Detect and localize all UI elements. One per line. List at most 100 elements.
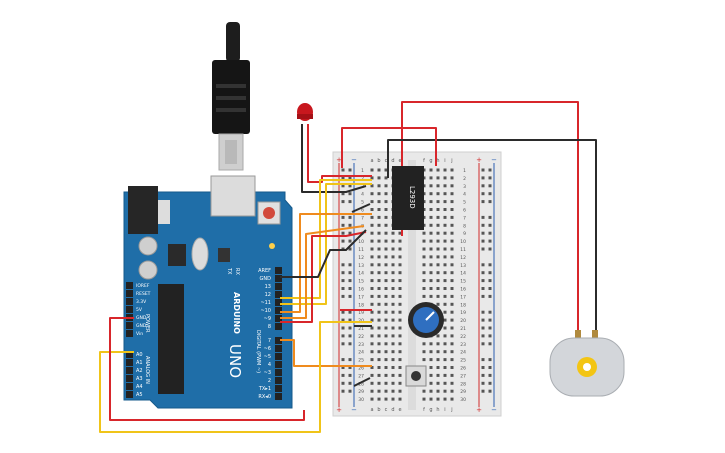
breadboard-hole	[384, 192, 388, 196]
header-pin	[275, 307, 282, 314]
row-label: 5	[361, 200, 364, 206]
row-label: 11	[358, 247, 364, 253]
row-label: 25	[460, 358, 466, 364]
column-label: f	[423, 158, 425, 164]
row-label: 14	[460, 271, 466, 277]
row-label: 21	[460, 326, 466, 332]
column-label: j	[450, 407, 452, 413]
breadboard-hole	[370, 239, 374, 243]
power-pin-label: GND	[136, 323, 147, 329]
rail-hole	[488, 200, 492, 204]
header-pin	[275, 267, 282, 274]
rail-hole	[481, 318, 485, 322]
breadboard-hole	[429, 223, 433, 227]
rail-hole	[341, 373, 345, 377]
column-label: b	[377, 158, 380, 164]
breadboard-hole	[429, 168, 433, 172]
breadboard-hole	[398, 302, 402, 306]
wire-black-gnd	[280, 229, 367, 278]
breadboard-hole	[391, 231, 395, 235]
breadboard-hole	[398, 350, 402, 354]
push-button[interactable]	[405, 365, 427, 387]
breadboard-hole	[450, 184, 454, 188]
rail-plus-label: +	[336, 156, 342, 164]
breadboard-hole	[370, 334, 374, 338]
breadboard-hole	[422, 389, 426, 393]
breadboard-hole	[436, 192, 440, 196]
row-label: 13	[460, 263, 466, 269]
wires	[99, 101, 597, 433]
digital-pin-label: RX◂0	[258, 394, 271, 400]
breadboard-hole	[370, 279, 374, 283]
wire-black-jumper-2	[353, 377, 371, 387]
breadboard-hole	[391, 397, 395, 401]
breadboard-hole	[436, 342, 440, 346]
breadboard-hole	[422, 342, 426, 346]
breadboard-hole	[391, 302, 395, 306]
row-label: 28	[460, 381, 466, 387]
breadboard-hole	[370, 168, 374, 172]
breadboard-hole	[377, 168, 381, 172]
rail-hole	[348, 310, 352, 314]
rail-hole	[481, 200, 485, 204]
row-label: 23	[358, 342, 364, 348]
rail-hole	[341, 192, 345, 196]
analog-pin-label: A0	[136, 352, 143, 358]
breadboard-hole	[422, 239, 426, 243]
rail-hole	[488, 168, 492, 172]
breadboard-hole	[443, 326, 447, 330]
rail-hole	[348, 168, 352, 172]
breadboard-hole	[422, 263, 426, 267]
breadboard-hole	[429, 255, 433, 259]
rail-hole	[481, 231, 485, 235]
rail-hole	[488, 381, 492, 385]
column-label: d	[391, 407, 394, 413]
rail-hole	[488, 334, 492, 338]
rail-hole	[488, 192, 492, 196]
rail-hole	[481, 271, 485, 275]
row-label: 17	[358, 294, 364, 300]
row-label: 19	[358, 310, 364, 316]
breadboard-hole	[443, 318, 447, 322]
wire-orange-3	[280, 339, 372, 367]
header-pin	[126, 351, 133, 358]
breadboard-hole	[436, 397, 440, 401]
row-label: 22	[358, 334, 364, 340]
breadboard-hole	[370, 302, 374, 306]
usb-port	[210, 175, 256, 217]
breadboard-hole	[377, 287, 381, 290]
breadboard-hole	[370, 192, 374, 196]
breadboard-hole	[391, 389, 395, 393]
rail-hole	[348, 294, 352, 298]
rail-hole	[341, 215, 345, 219]
row-label: 13	[358, 263, 364, 269]
breadboard-hole	[384, 326, 388, 330]
breadboard-hole	[443, 239, 447, 243]
breadboard-hole	[429, 350, 433, 354]
breadboard-hole	[422, 350, 426, 354]
breadboard-hole	[443, 381, 447, 385]
wire-orange-1	[280, 213, 372, 313]
breadboard-hole	[450, 326, 454, 330]
breadboard-hole	[422, 358, 426, 362]
wire-red-5v	[109, 317, 305, 421]
breadboard-hole	[422, 255, 426, 259]
breadboard-hole	[391, 326, 395, 330]
rail-hole	[481, 358, 485, 362]
rail-hole	[481, 279, 485, 283]
potentiometer[interactable]	[408, 302, 444, 338]
row-label: 9	[463, 231, 466, 237]
breadboard-hole	[391, 366, 395, 369]
power-pin-label: Vin	[136, 331, 143, 337]
header-pin	[126, 383, 133, 390]
rail-plus-label: +	[336, 406, 342, 414]
breadboard-hole	[370, 215, 374, 219]
digital-pin-label: TX▸1	[258, 386, 271, 392]
rail-hole	[481, 287, 485, 290]
rail-hole	[481, 334, 485, 338]
breadboard-hole	[398, 310, 402, 314]
breadboard-hole	[443, 366, 447, 369]
row-label: 12	[460, 255, 466, 261]
